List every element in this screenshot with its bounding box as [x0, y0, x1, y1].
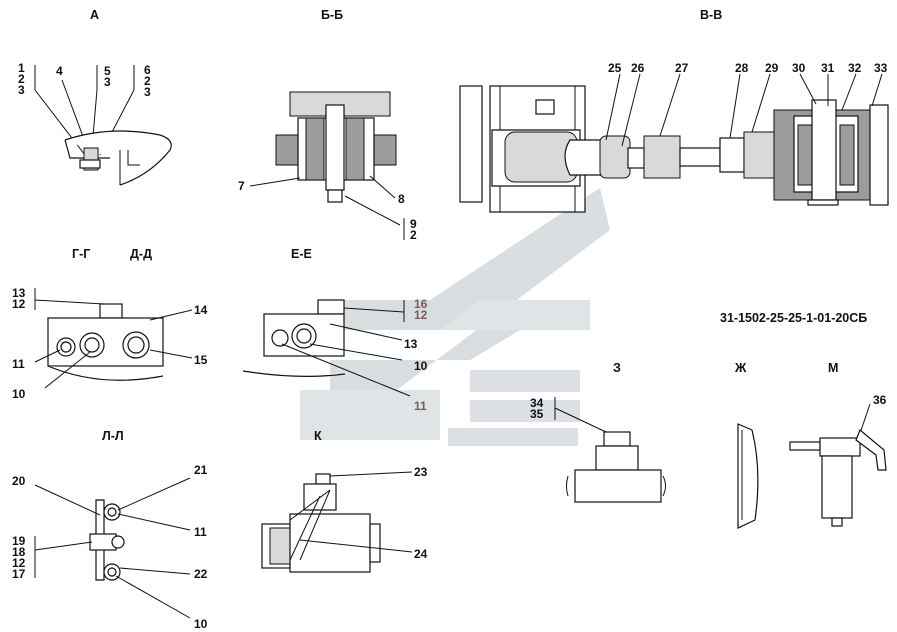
view-vv: В-В 25 26 27 28 29 30 31 32 33 — [459, 8, 889, 213]
view-dd-title: Д-Д — [130, 247, 152, 261]
svg-text:11: 11 — [194, 525, 207, 539]
view-ee: Е-Е 16 12 13 10 11 — [242, 247, 428, 413]
view-bb: Б-Б 7 8 9 2 — [238, 8, 417, 242]
svg-text:4: 4 — [56, 64, 63, 78]
view-gg-dd: Г-Г Д-Д 13 12 14 11 15 10 — [12, 247, 208, 401]
svg-text:13: 13 — [404, 337, 418, 351]
watermark-logo — [300, 188, 610, 446]
svg-text:22: 22 — [194, 567, 208, 581]
svg-text:10: 10 — [414, 359, 428, 373]
view-a: А 1 2 3 4 5 3 6 2 3 — [18, 8, 172, 186]
svg-text:31: 31 — [821, 61, 835, 75]
svg-text:9: 9 — [410, 217, 417, 231]
svg-text:3: 3 — [104, 75, 111, 89]
svg-text:34: 34 — [530, 396, 544, 410]
view-k-title: К — [314, 429, 322, 443]
svg-text:2: 2 — [18, 72, 25, 86]
view-z-title: З — [613, 361, 621, 375]
svg-text:27: 27 — [675, 61, 689, 75]
svg-text:5: 5 — [104, 64, 111, 78]
view-bb-title: Б-Б — [321, 8, 343, 22]
svg-text:12: 12 — [12, 556, 26, 570]
svg-text:23: 23 — [414, 465, 428, 479]
view-ll: Л-Л 20 21 11 19 18 12 17 22 10 — [12, 429, 208, 631]
svg-text:36: 36 — [873, 393, 887, 407]
view-m-title: М — [828, 361, 838, 375]
view-vv-leaders — [605, 73, 883, 147]
svg-text:28: 28 — [735, 61, 749, 75]
view-m: М 36 — [789, 361, 887, 527]
view-zh: Ж — [734, 361, 759, 529]
svg-text:21: 21 — [194, 463, 208, 477]
svg-text:25: 25 — [608, 61, 622, 75]
svg-text:7: 7 — [238, 179, 245, 193]
view-gg-title: Г-Г — [72, 247, 90, 261]
svg-text:17: 17 — [12, 567, 26, 581]
svg-text:6: 6 — [144, 63, 151, 77]
svg-text:3: 3 — [18, 83, 25, 97]
svg-text:30: 30 — [792, 61, 806, 75]
svg-text:29: 29 — [765, 61, 779, 75]
view-z: З 34 35 — [530, 361, 666, 503]
svg-text:15: 15 — [194, 353, 208, 367]
svg-text:12: 12 — [414, 308, 428, 322]
svg-text:3: 3 — [144, 85, 151, 99]
svg-text:2: 2 — [410, 228, 417, 242]
svg-text:20: 20 — [12, 474, 26, 488]
svg-text:8: 8 — [398, 192, 405, 206]
svg-text:10: 10 — [194, 617, 208, 631]
svg-text:10: 10 — [12, 387, 26, 401]
svg-text:35: 35 — [530, 407, 544, 421]
svg-text:13: 13 — [12, 286, 26, 300]
svg-text:24: 24 — [414, 547, 428, 561]
svg-text:16: 16 — [414, 297, 428, 311]
svg-text:14: 14 — [194, 303, 208, 317]
view-k: К 23 24 — [261, 429, 428, 573]
drawing-code: 31-1502-25-25-1-01-20СБ — [720, 311, 867, 325]
view-zh-title: Ж — [734, 361, 747, 375]
svg-text:12: 12 — [12, 297, 26, 311]
svg-text:18: 18 — [12, 545, 26, 559]
svg-text:11: 11 — [414, 399, 427, 413]
view-a-title: А — [90, 8, 99, 22]
svg-text:32: 32 — [848, 61, 862, 75]
svg-text:26: 26 — [631, 61, 645, 75]
svg-text:2: 2 — [144, 74, 151, 88]
svg-text:19: 19 — [12, 534, 26, 548]
svg-text:1: 1 — [18, 61, 25, 75]
svg-text:11: 11 — [12, 357, 25, 371]
view-vv-title: В-В — [700, 8, 722, 22]
view-ee-title: Е-Е — [291, 247, 312, 261]
view-ll-title: Л-Л — [102, 429, 124, 443]
svg-text:33: 33 — [874, 61, 888, 75]
